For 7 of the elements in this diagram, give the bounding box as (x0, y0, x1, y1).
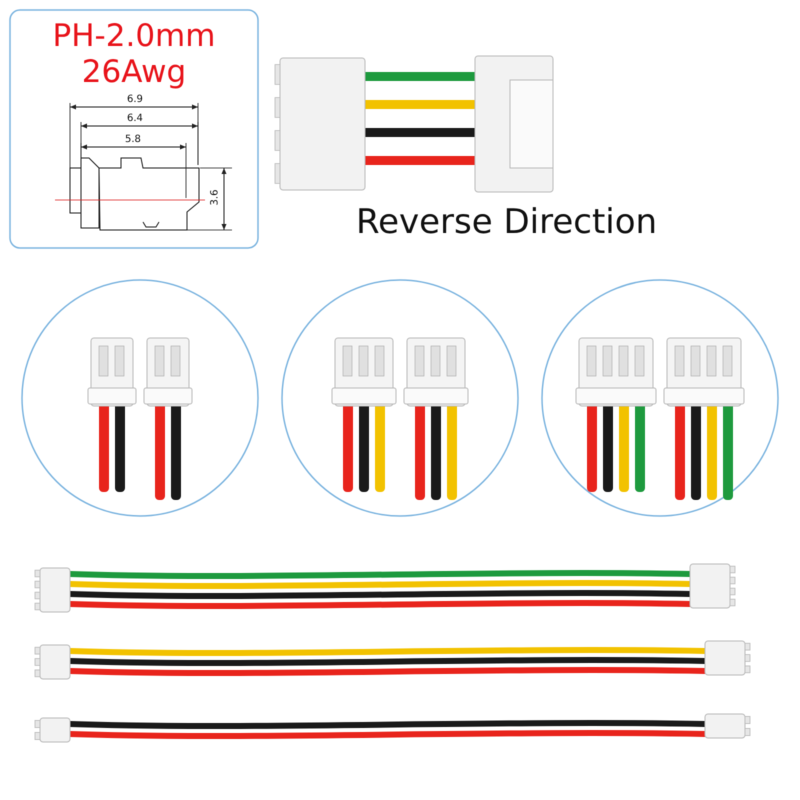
caption: Reverse Direction (356, 202, 658, 242)
spec-title: PH-2.0mm (52, 18, 216, 54)
dimension-label: 5.8 (125, 134, 141, 145)
dimension-label: 6.4 (127, 113, 143, 124)
dimension-label: 6.9 (127, 94, 143, 105)
spec-subtitle: 26Awg (80, 54, 188, 90)
dimension-label: 3.6 (209, 190, 220, 206)
